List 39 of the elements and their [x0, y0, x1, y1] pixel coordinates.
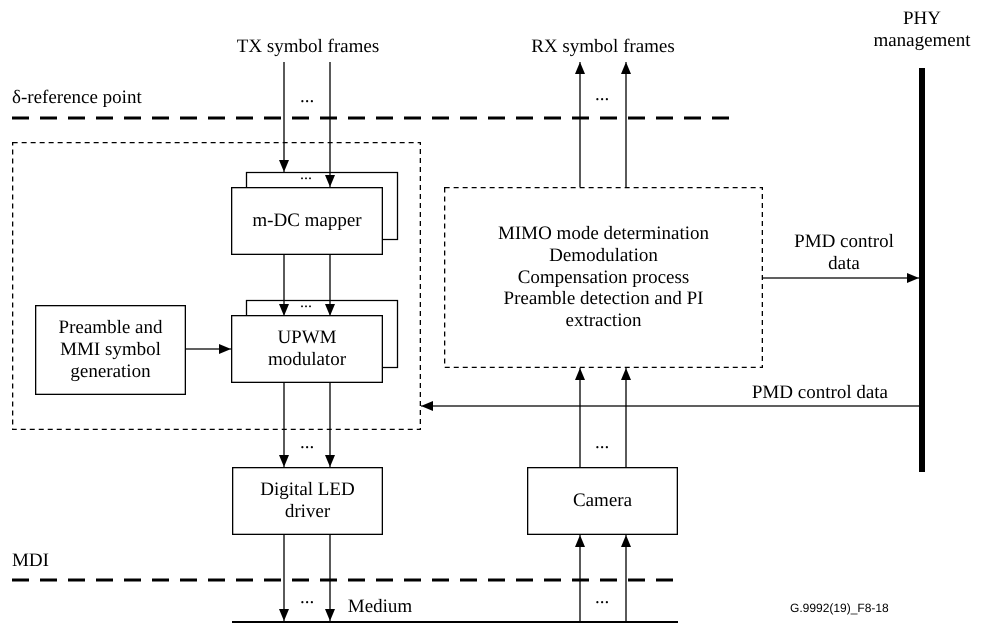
edge-label: PMD control data [793, 231, 895, 275]
interface-label: MDI [12, 550, 49, 572]
ellipsis: ... [300, 432, 314, 454]
ellipsis: ... [595, 432, 610, 454]
arrow [325, 62, 335, 187]
signal-label: TX symbol frames [218, 36, 398, 62]
dashed-process-box: MIMO mode determination Demodulation Compensation process Preamble detection and PI extraction [444, 187, 763, 368]
bus-label: PHY management [872, 8, 972, 52]
medium-label: Medium [346, 596, 414, 618]
arrow [325, 535, 335, 621]
arrow [279, 62, 289, 172]
ellipsis: ... [300, 295, 312, 311]
arrow [325, 255, 335, 316]
edge-label: PMD control data [750, 382, 888, 404]
process-box: Digital LED driver [232, 467, 383, 535]
arrow [325, 383, 335, 467]
arrow [575, 535, 585, 621]
figure-number: G.9992(19)_F8-18 [790, 602, 889, 616]
arrow [186, 344, 231, 354]
arrow [621, 368, 631, 467]
dashed-group-box [12, 142, 421, 430]
arrow [621, 62, 631, 187]
reference-point-label: δ-reference point [12, 87, 142, 109]
arrow [279, 383, 289, 467]
arrow [575, 62, 585, 187]
arrow [763, 273, 919, 283]
arrow [621, 535, 631, 621]
arrow [575, 368, 585, 467]
ellipsis: ... [300, 167, 312, 183]
arrow [421, 401, 919, 411]
ellipsis: ... [300, 587, 314, 609]
ellipsis: ... [300, 86, 314, 108]
signal-label: RX symbol frames [513, 36, 693, 62]
process-box: Preamble and MMI symbol generation [35, 305, 186, 395]
arrow [279, 255, 289, 316]
process-box: Camera [527, 467, 678, 535]
ellipsis: ... [595, 587, 610, 609]
ellipsis: ... [595, 84, 610, 106]
arrow [279, 535, 289, 621]
